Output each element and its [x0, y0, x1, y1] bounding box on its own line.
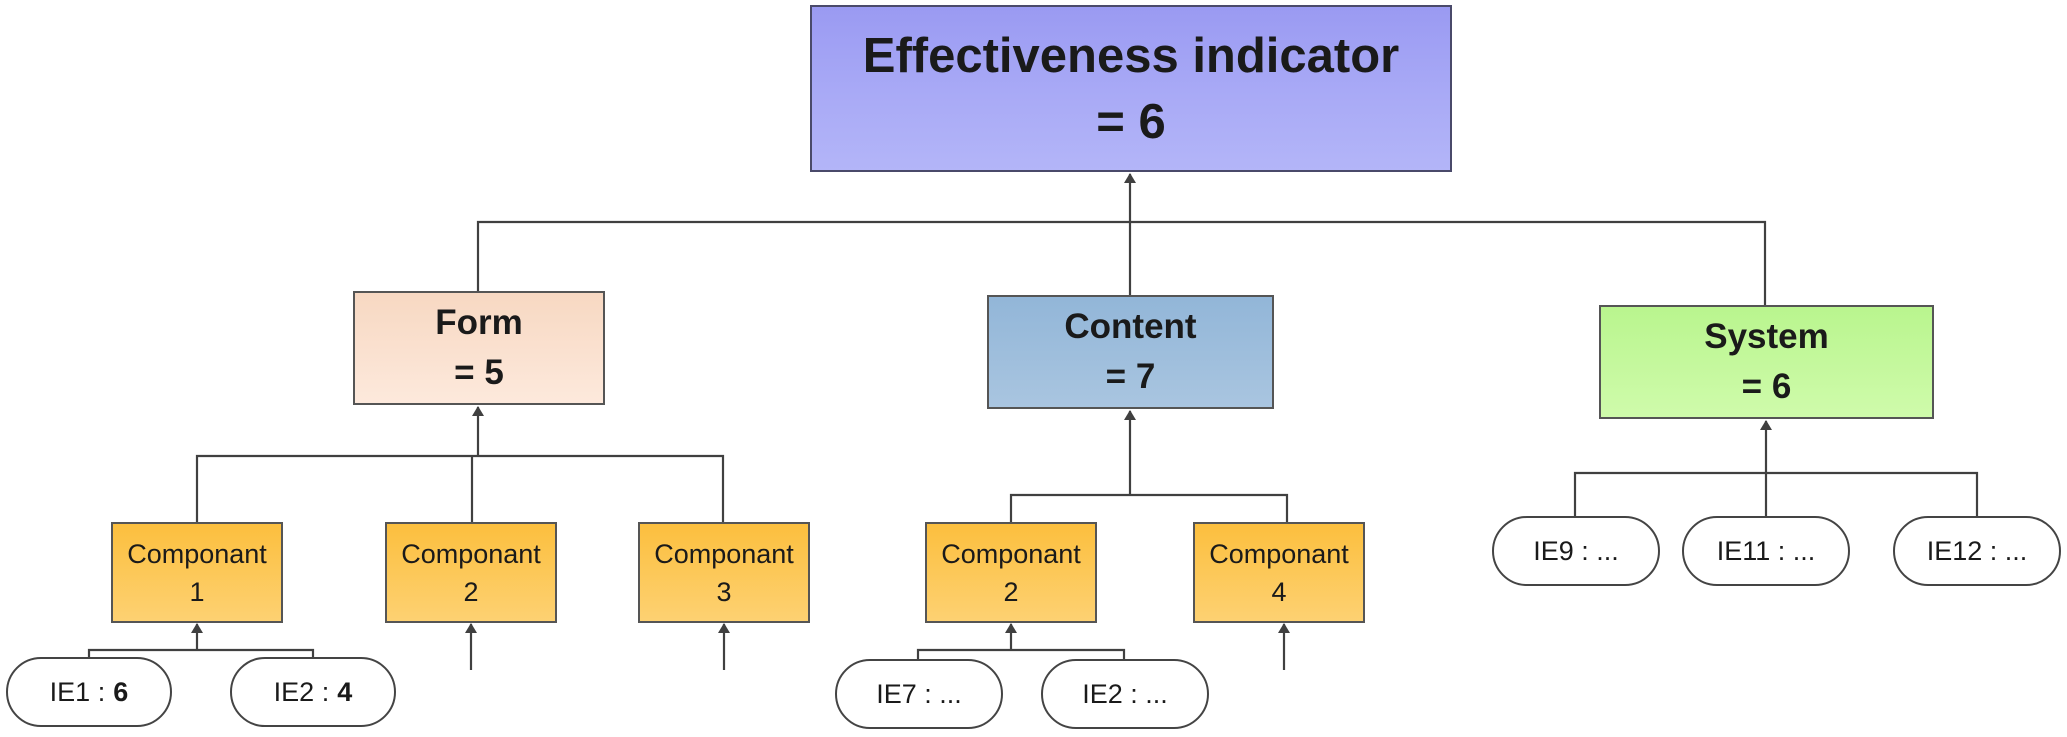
component-number: 3 [716, 576, 732, 607]
system-title: System [1704, 317, 1829, 356]
indicator-value: 6 [113, 676, 129, 707]
system-node: System = 6 [1599, 305, 1934, 419]
form-component-1: Componant 1 [111, 522, 283, 623]
content-title: Content [1064, 307, 1197, 346]
system-value: = 6 [1741, 367, 1792, 406]
indicator-label: IE12 : ... [1926, 535, 2028, 566]
indicator-ie12: IE12 : ... [1893, 516, 2061, 586]
indicator-label: IE2 : [273, 676, 330, 707]
form-node: Form = 5 [353, 291, 605, 405]
indicator-ie2-content: IE2 : ... [1041, 659, 1209, 729]
indicator-ie7: IE7 : ... [835, 659, 1003, 729]
indicator-label: IE1 : [49, 676, 106, 707]
indicator-ie9: IE9 : ... [1492, 516, 1660, 586]
indicator-ie1: IE1 :6 [6, 657, 172, 727]
component-number: 1 [189, 576, 205, 607]
indicator-label: IE7 : ... [876, 678, 962, 709]
indicator-label: IE11 : ... [1716, 535, 1816, 566]
indicator-label: IE9 : ... [1533, 535, 1619, 566]
component-number: 2 [1003, 576, 1019, 607]
content-node: Content = 7 [987, 295, 1274, 409]
form-title: Form [435, 303, 523, 342]
indicator-ie2-form: IE2 :4 [230, 657, 396, 727]
indicator-label: IE2 : ... [1082, 678, 1168, 709]
effectiveness-indicator-node: Effectiveness indicator = 6 [810, 5, 1452, 172]
component-label: Componant [1209, 538, 1349, 569]
form-component-3: Componant 3 [638, 522, 810, 623]
indicator-value: 4 [337, 676, 353, 707]
component-number: 2 [463, 576, 479, 607]
form-component-2: Componant 2 [385, 522, 557, 623]
component-number: 4 [1271, 576, 1287, 607]
content-component-2: Componant 2 [925, 522, 1097, 623]
component-label: Componant [127, 538, 267, 569]
content-component-4: Componant 4 [1193, 522, 1365, 623]
effectiveness-indicator-value: = 6 [1096, 94, 1166, 149]
content-value: = 7 [1105, 357, 1156, 396]
component-label: Componant [941, 538, 1081, 569]
effectiveness-indicator-title: Effectiveness indicator [862, 28, 1400, 83]
component-label: Componant [401, 538, 541, 569]
form-value: = 5 [454, 353, 504, 392]
component-label: Componant [654, 538, 794, 569]
indicator-ie11: IE11 : ... [1682, 516, 1850, 586]
